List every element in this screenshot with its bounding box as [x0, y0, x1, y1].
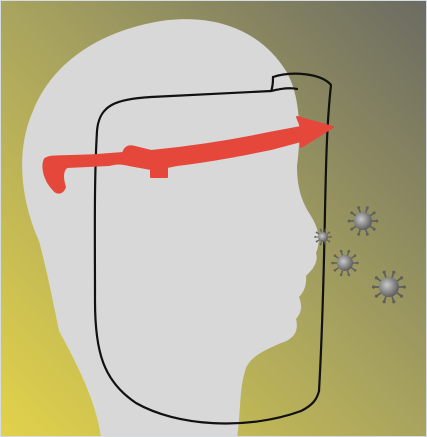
- face-shield-illustration: [1, 1, 426, 436]
- illustration-frame: [0, 0, 427, 437]
